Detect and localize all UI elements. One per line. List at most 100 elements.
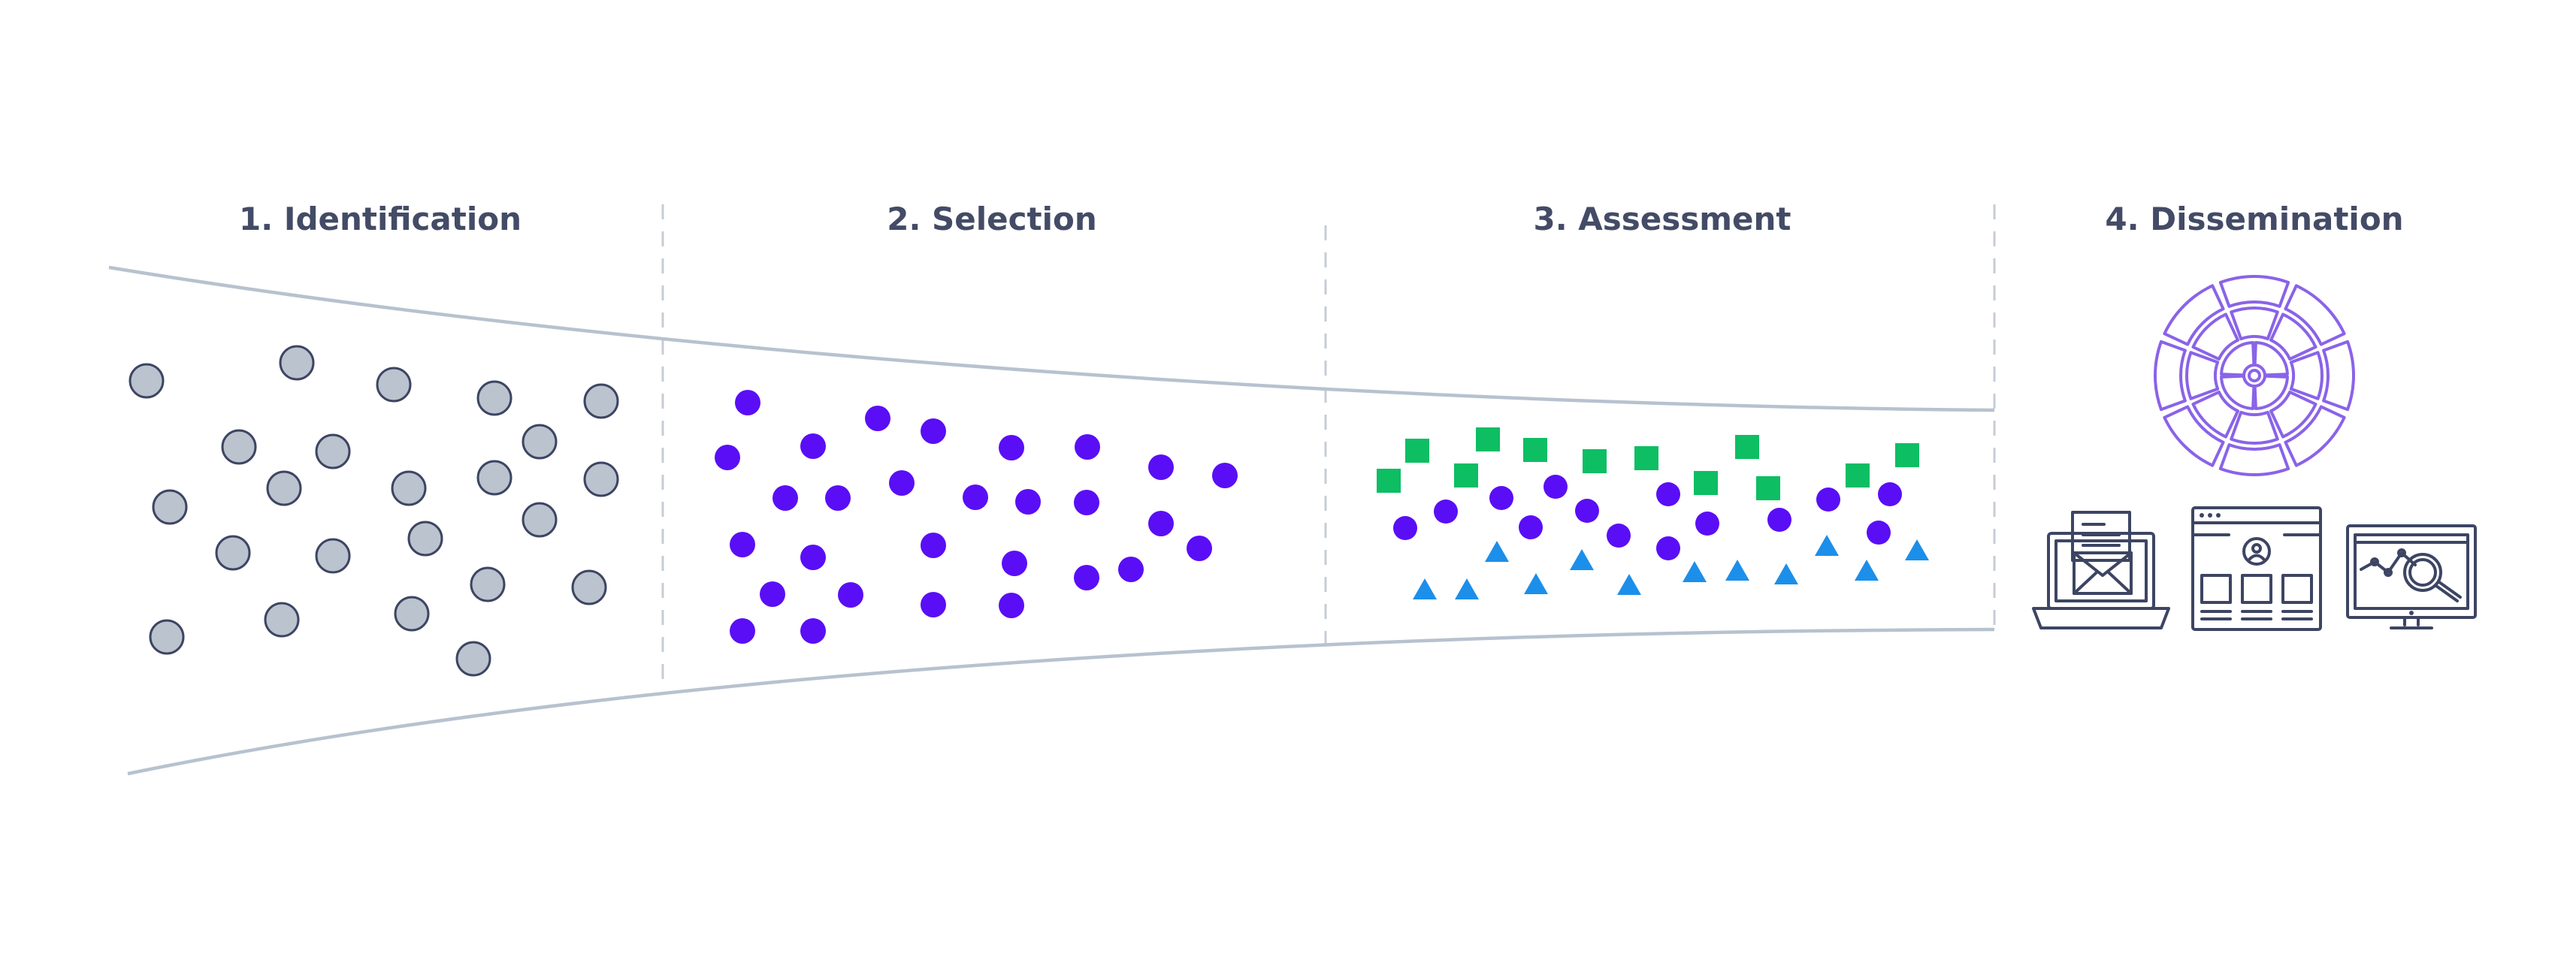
assessment-item-square xyxy=(1583,449,1607,473)
target-ring-segment xyxy=(2269,312,2317,361)
target-ring-segment xyxy=(2185,351,2220,400)
selection-item xyxy=(999,593,1024,618)
target-ring-segment xyxy=(2253,374,2289,410)
selection-item xyxy=(921,533,946,558)
selection-item xyxy=(1015,489,1041,515)
assessment-item-square xyxy=(1454,463,1478,488)
identification-item xyxy=(522,502,558,538)
identification-item xyxy=(149,619,185,655)
target-ring-segment xyxy=(2284,405,2346,467)
assessment-item-dot xyxy=(1434,500,1458,524)
assessment-items xyxy=(1377,427,1929,599)
stage-title-dissemination: 4. Dissemination xyxy=(2105,201,2403,237)
assessment-item-dot xyxy=(1575,499,1599,523)
selection-item xyxy=(800,618,826,644)
selection-item xyxy=(800,433,826,459)
target-ring-segment xyxy=(2154,340,2187,412)
selection-item xyxy=(730,532,755,557)
identification-item xyxy=(315,538,351,574)
identification-item xyxy=(376,367,412,403)
assessment-item-square xyxy=(1523,438,1547,462)
assessment-item-dot xyxy=(1489,486,1513,510)
target-ring-segment xyxy=(2191,312,2240,361)
target-ring-segment xyxy=(2269,390,2317,439)
target-ring-segment xyxy=(2218,443,2290,476)
selection-items xyxy=(715,390,1238,644)
selection-item xyxy=(1002,551,1027,576)
assessment-item-triangle xyxy=(1413,578,1437,599)
target-ring-segment xyxy=(2218,275,2290,308)
identification-item xyxy=(470,566,506,602)
assessment-item-square xyxy=(1405,439,1429,463)
assessment-item-square xyxy=(1846,463,1870,488)
web-page-profile-icon xyxy=(2191,506,2322,631)
assessment-item-dot xyxy=(1519,515,1543,539)
selection-item xyxy=(1148,511,1174,536)
assessment-item-triangle xyxy=(1455,578,1479,599)
target-ring-segment xyxy=(2220,374,2256,410)
target-ring-segment xyxy=(2284,284,2346,346)
target-ring-segment xyxy=(2163,284,2225,346)
selection-item xyxy=(800,545,826,570)
stage-title-identification: 1. Identification xyxy=(239,201,522,237)
identification-item xyxy=(407,521,443,557)
selection-item xyxy=(999,435,1024,460)
assessment-item-dot xyxy=(1867,521,1891,545)
selection-item xyxy=(1074,565,1099,590)
stage-title-selection: 2. Selection xyxy=(887,201,1097,237)
assessment-item-square xyxy=(1735,435,1759,459)
identification-item xyxy=(221,429,257,465)
assessment-item-square xyxy=(1895,443,1919,467)
stage-title-assessment: 3. Assessment xyxy=(1533,201,1791,237)
assessment-item-square xyxy=(1694,471,1718,495)
assessment-item-dot xyxy=(1656,482,1680,506)
selection-item xyxy=(715,445,740,470)
assessment-item-dot xyxy=(1543,475,1568,499)
target-icon xyxy=(2154,275,2355,476)
funnel-top-edge xyxy=(108,265,1995,412)
selection-item xyxy=(1075,434,1100,460)
selection-item xyxy=(838,582,863,608)
selection-item xyxy=(889,470,915,496)
identification-item xyxy=(583,461,619,497)
selection-item xyxy=(963,485,988,510)
assessment-item-dot xyxy=(1656,536,1680,560)
identification-item xyxy=(264,602,300,638)
identification-item xyxy=(152,489,188,525)
selection-item xyxy=(825,485,851,511)
selection-item xyxy=(760,581,785,607)
assessment-item-triangle xyxy=(1725,560,1749,581)
assessment-item-square xyxy=(1377,469,1401,493)
assessment-item-triangle xyxy=(1815,535,1839,556)
assessment-item-triangle xyxy=(1905,539,1929,560)
funnel-bottom-edge xyxy=(127,627,1995,776)
assessment-item-triangle xyxy=(1524,573,1548,594)
laptop-email-icon xyxy=(2032,511,2170,629)
identification-items xyxy=(128,345,619,677)
monitor-analytics-icon xyxy=(2346,524,2477,629)
assessment-item-dot xyxy=(1878,482,1902,506)
identification-item xyxy=(571,569,607,605)
target-ring-segment xyxy=(2163,405,2225,467)
assessment-item-dot xyxy=(1816,488,1840,512)
assessment-item-triangle xyxy=(1570,549,1594,570)
assessment-item-triangle xyxy=(1774,563,1798,584)
assessment-item-dot xyxy=(1607,524,1631,548)
target-ring-segment xyxy=(2289,351,2324,400)
identification-item xyxy=(476,380,512,416)
identification-item xyxy=(266,470,302,506)
target-ring-segment xyxy=(2230,410,2279,445)
assessment-item-dot xyxy=(1767,508,1791,532)
selection-item xyxy=(772,485,798,511)
selection-item xyxy=(921,592,946,617)
assessment-item-dot xyxy=(1695,512,1719,536)
selection-item xyxy=(1212,463,1238,488)
target-center xyxy=(2248,369,2261,382)
assessment-item-dot xyxy=(1393,516,1417,540)
selection-item xyxy=(735,390,760,415)
identification-item xyxy=(391,470,427,506)
selection-item xyxy=(1074,490,1099,515)
selection-item xyxy=(865,406,890,431)
target-ring-segment xyxy=(2220,341,2256,377)
